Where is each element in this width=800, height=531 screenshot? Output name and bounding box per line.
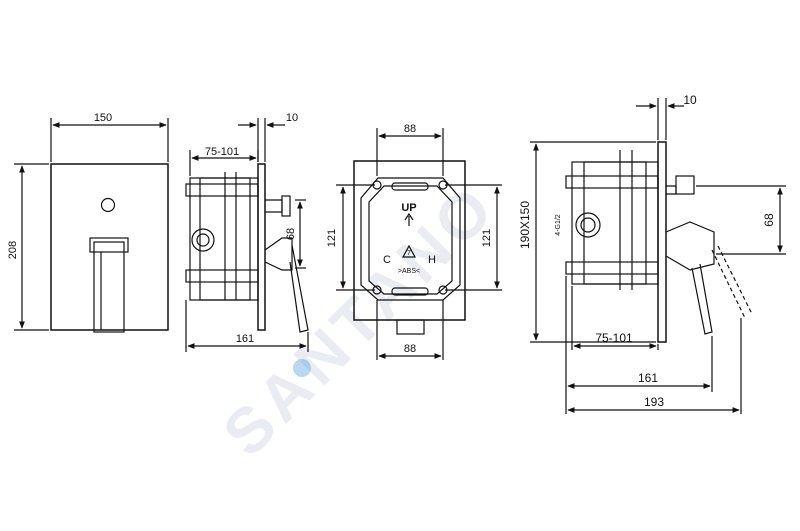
box-dim-bottom-label: 88	[404, 343, 416, 355]
box-frame-inner	[368, 185, 453, 295]
large-lever	[691, 263, 713, 335]
large-dim-offset-label: 68	[762, 213, 776, 227]
box-cold-label: C	[383, 254, 391, 266]
side-view-large	[530, 98, 786, 414]
dim-height-label: 208	[7, 241, 19, 259]
side-rail-bottom	[185, 269, 259, 283]
side-rail-top	[185, 183, 259, 197]
box-dim-right-label: 121	[481, 229, 493, 247]
large-dim-total-label: 193	[644, 395, 664, 409]
front-view	[14, 118, 169, 333]
large-valve-port	[575, 212, 601, 238]
large-thread-label: 4-G1/2	[555, 214, 562, 236]
side-wall-plate	[257, 163, 266, 331]
box-dim-left-label: 121	[326, 229, 338, 247]
large-lever-base	[665, 221, 715, 271]
box-hot-label: H	[428, 254, 436, 266]
side-valve-port	[191, 228, 215, 252]
recycle-icon	[401, 244, 417, 258]
dim-width-label: 150	[94, 112, 112, 124]
front-lever-cap	[89, 237, 129, 253]
box-dim-top-label: 88	[404, 123, 416, 135]
large-dim-depth-label: 161	[638, 371, 658, 385]
large-body	[571, 161, 659, 285]
box-recycle-number: 7	[407, 250, 411, 257]
large-dim-plate-label: 10	[683, 93, 697, 107]
large-dim-plate-size-label: 190X150	[518, 201, 532, 249]
large-rail-bottom	[565, 261, 659, 275]
box-view	[336, 128, 502, 360]
side-view-small	[185, 118, 309, 352]
dim-depth-range-label: 75-101	[205, 146, 239, 158]
box-bottom-tab	[396, 319, 425, 335]
large-rail-top	[565, 175, 659, 189]
side-lever	[289, 244, 309, 333]
front-button-hole	[100, 197, 116, 213]
dim-plate-label: 10	[286, 112, 298, 124]
up-arrow-icon	[404, 212, 414, 226]
front-cover-plate	[50, 163, 169, 331]
box-slot-top	[391, 182, 429, 191]
box-up-label: UP	[401, 202, 416, 214]
dim-offset-label: 68	[285, 228, 297, 240]
large-knob	[675, 175, 695, 195]
front-lever	[93, 241, 125, 333]
watermark-drop-icon	[293, 359, 311, 377]
side-knob	[281, 195, 291, 217]
large-wall-plate	[657, 141, 667, 343]
dim-total-label: 161	[236, 333, 254, 345]
box-slot-bottom	[391, 287, 429, 296]
box-material-label: >ABS<	[398, 268, 420, 275]
large-dim-depth-range-label: 75-101	[595, 331, 633, 345]
